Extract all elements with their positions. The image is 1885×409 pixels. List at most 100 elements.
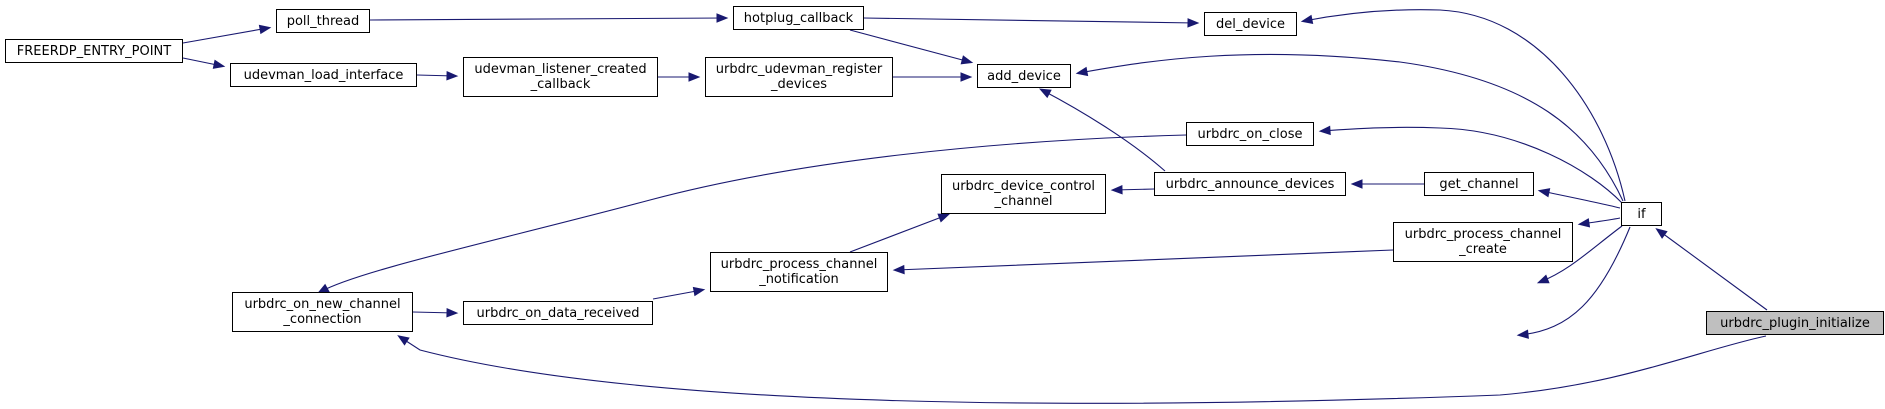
edge-line [849, 214, 948, 253]
node-label: get_channel [1439, 176, 1519, 192]
edge-if_node-to-urbdrc_process_channel_notification [1536, 225, 1623, 284]
node-udevman-load-interface[interactable]: udevman_load_interface [230, 63, 417, 87]
edge-line [1539, 225, 1623, 283]
node-label: udevman_load_interface [243, 67, 404, 83]
edge-arrowhead [1577, 218, 1591, 228]
edge-arrowhead [716, 13, 729, 23]
edge-urbdrc_plugin_initialize-to-urbdrc_on_new_channel_connection [397, 335, 1767, 404]
node-urbdrc-device-control-channel[interactable]: urbdrc_device_control _channel [941, 174, 1106, 214]
node-label-line-2: _channel [994, 194, 1053, 209]
node-add-device[interactable]: add_device [977, 64, 1071, 88]
edge-arrowhead [1318, 125, 1331, 136]
edge-arrowhead [1516, 329, 1529, 339]
node-urbdrc-announce-devices[interactable]: urbdrc_announce_devices [1154, 172, 1346, 196]
edge-arrowhead [1537, 188, 1551, 198]
node-label-line-2: _devices [771, 77, 827, 92]
edge-arrowhead [960, 72, 973, 82]
node-label: add_device [987, 68, 1061, 84]
node-label-line-1: urbdrc_udevman_register [715, 62, 883, 77]
edge-freerdp_entry_point-to-poll_thread [182, 24, 272, 44]
node-label-line-1: urbdrc_process_channel [1404, 227, 1562, 242]
edge-urbdrc_device_control_channel-to-urbdrc_process_channel_notification [849, 213, 951, 253]
edge-line [319, 134, 1187, 293]
node-urbdrc-process-channel-notification[interactable]: urbdrc_process_channel _notification [710, 252, 888, 292]
edge-get_channel-to-urbdrc_announce_devices [1350, 179, 1424, 189]
edge-hotplug_callback-to-add_device [849, 29, 974, 65]
node-freerdp-entry-point[interactable]: FREERDP_ENTRY_POINT [5, 39, 183, 63]
node-urbdrc-on-close[interactable]: urbdrc_on_close [1186, 122, 1314, 146]
edge-arrowhead [1536, 274, 1550, 284]
edge-urbdrc_on_new_channel_connection-to-urbdrc_on_data_received [412, 308, 459, 318]
edge-urbdrc_plugin_initialize-to-if_node [1655, 228, 1768, 311]
edge-if_node-to-get_channel [1537, 188, 1621, 209]
edge-arrowhead [1110, 185, 1123, 195]
edge-line [1657, 229, 1768, 311]
node-hotplug-callback[interactable]: hotplug_callback [733, 6, 864, 30]
edge-line [399, 335, 1767, 404]
edge-line [863, 17, 1197, 24]
edge-urbdrc_process_channel_create-to-urbdrc_process_channel_notification [892, 249, 1394, 275]
edge-line [1078, 53, 1624, 202]
node-urbdrc-plugin-initialize[interactable]: urbdrc_plugin_initialize [1706, 311, 1884, 335]
node-label-line-1: urbdrc_device_control [951, 179, 1096, 194]
edge-arrowhead [937, 213, 951, 223]
node-label: if [1637, 206, 1646, 222]
node-del-device[interactable]: del_device [1204, 12, 1297, 36]
node-label-line-1: urbdrc_on_new_channel [244, 297, 401, 312]
edge-arrowhead [692, 286, 706, 297]
edge-line [1321, 126, 1623, 204]
edge-arrowhead [446, 71, 459, 81]
edge-arrowhead [1187, 18, 1200, 28]
node-label-line-2: _create [1459, 242, 1507, 257]
node-label: urbdrc_on_data_received [476, 305, 640, 321]
edge-line [182, 27, 269, 44]
node-poll-thread[interactable]: poll_thread [276, 9, 370, 33]
edge-if_node-to-add_device [1075, 53, 1624, 202]
node-label: hotplug_callback [743, 10, 854, 26]
edge-freerdp_entry_point-to-udevman_load_interface [182, 57, 226, 69]
edge-line [1041, 89, 1166, 172]
node-urbdrc-udevman-register-devices[interactable]: urbdrc_udevman_register _devices [705, 57, 893, 97]
node-label: urbdrc_announce_devices [1165, 176, 1335, 192]
node-label-line-2: _notification [759, 272, 839, 287]
edge-arrowhead [1039, 88, 1052, 99]
edge-urbdrc_announce_devices-to-add_device [1039, 88, 1166, 172]
edge-line [849, 29, 971, 63]
node-label: urbdrc_on_close [1197, 126, 1303, 142]
edge-arrowhead [1655, 228, 1668, 239]
node-label-line-1: udevman_listener_created [474, 62, 647, 77]
edge-urbdrc_on_data_received-to-urbdrc_process_channel_notification [652, 286, 706, 300]
edge-arrowhead [1075, 66, 1089, 77]
edge-udevman_listener_created_callback-to-urbdrc_udevman_register_devices [658, 72, 701, 82]
node-label: FREERDP_ENTRY_POINT [16, 43, 172, 59]
edge-if_node-to-del_device [1300, 9, 1626, 202]
edge-poll_thread-to-hotplug_callback [369, 13, 729, 23]
edge-if_node-to-urbdrc_on_data_received [1516, 226, 1631, 339]
edge-urbdrc_announce_devices-to-urbdrc_device_control_channel [1110, 185, 1155, 195]
node-label: urbdrc_plugin_initialize [1720, 315, 1870, 331]
node-label-line-2: _connection [283, 312, 362, 327]
edge-line [1540, 190, 1621, 209]
edge-arrowhead [1300, 14, 1314, 25]
node-udevman-listener-created-callback[interactable]: udevman_listener_created _callback [463, 57, 658, 97]
edge-line [895, 249, 1394, 271]
node-get-channel[interactable]: get_channel [1424, 172, 1534, 196]
edge-arrowhead [892, 264, 905, 275]
edge-urbdrc_udevman_register_devices-to-add_device [893, 72, 973, 82]
edge-line [1519, 226, 1631, 336]
node-urbdrc-on-data-received[interactable]: urbdrc_on_data_received [463, 301, 653, 325]
node-urbdrc-on-new-channel-connection[interactable]: urbdrc_on_new_channel _connection [232, 292, 413, 332]
node-label: del_device [1215, 16, 1286, 32]
edge-line [369, 17, 726, 21]
node-label: poll_thread [286, 13, 360, 29]
node-label-line-1: urbdrc_process_channel [720, 257, 878, 272]
node-urbdrc-process-channel-create[interactable]: urbdrc_process_channel _create [1393, 222, 1573, 262]
edge-hotplug_callback-to-del_device [863, 17, 1200, 28]
edge-line [1303, 9, 1626, 202]
edge-if_node-to-urbdrc_process_channel_create [1577, 217, 1621, 228]
node-if[interactable]: if [1621, 202, 1662, 226]
edge-arrowhead [960, 55, 974, 65]
node-label-line-2: _callback [530, 77, 591, 92]
